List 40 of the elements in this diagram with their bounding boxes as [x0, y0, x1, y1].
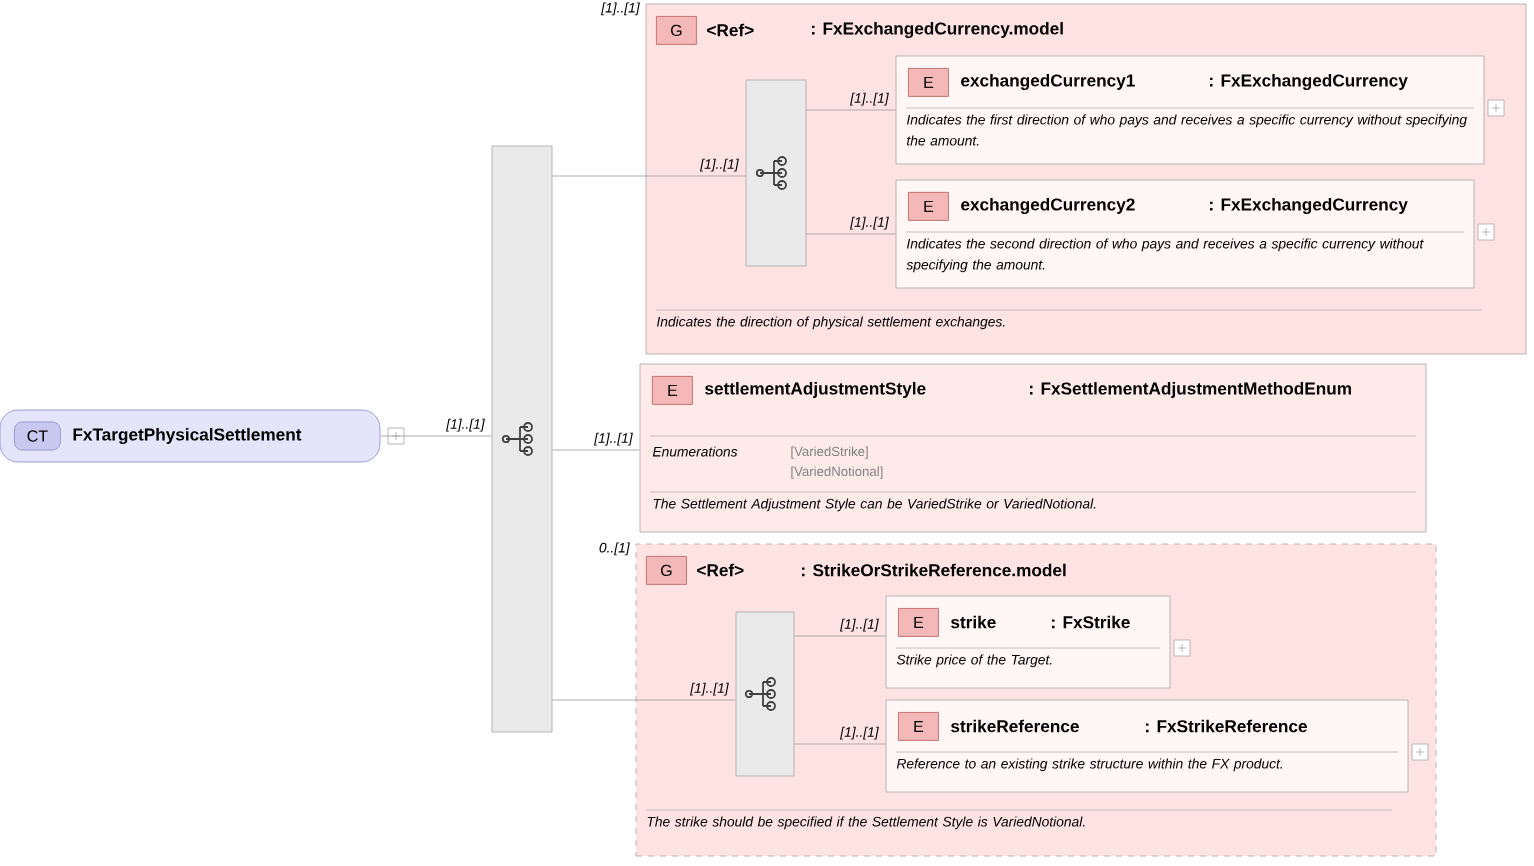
type-name: : FxStrike: [1052, 615, 1130, 629]
element-name: exchangedCurrency1: [961, 73, 1135, 91]
type-name: : FxExchangedCurrency: [1210, 73, 1408, 91]
element-box: [895, 179, 1475, 289]
connector-line: [806, 109, 896, 111]
connector-line: [794, 743, 886, 745]
element-box: [885, 699, 1409, 793]
element-badge: E: [652, 376, 693, 405]
compositor-box: [735, 611, 795, 777]
connector-line: [794, 635, 886, 637]
type-name: : FxExchangedCurrency: [1210, 197, 1408, 215]
element-badge: E: [898, 608, 939, 637]
type-badge: CT: [14, 421, 61, 451]
element-badge: E: [908, 68, 949, 97]
connector-line: [552, 449, 640, 451]
element-box: [885, 595, 1171, 689]
group-badge: G: [656, 16, 697, 45]
type-name: : StrikeOrStrikeReference.model: [802, 563, 1066, 577]
ref-label: <Ref>: [707, 23, 754, 37]
connector-line: [806, 233, 896, 235]
element-box: [895, 55, 1485, 165]
group-badge: G: [646, 556, 687, 585]
element-name: settlementAdjustmentStyle: [705, 382, 926, 399]
compositor-box: [745, 79, 807, 267]
element-box: [639, 363, 1427, 533]
ref-label: <Ref>: [697, 563, 744, 577]
element-name: exchangedCurrency2: [961, 197, 1135, 215]
type-name: : FxSettlementAdjustmentMethodEnum: [1030, 382, 1351, 399]
element-badge: E: [898, 712, 939, 741]
connector-line: [380, 435, 492, 437]
type-name: : FxExchangedCurrency.model: [812, 21, 1063, 39]
type-name: : FxStrikeReference: [1146, 719, 1307, 733]
compositor-box: [491, 145, 553, 733]
complex-type-box: [0, 409, 381, 463]
connector-line: [552, 699, 736, 701]
element-badge: E: [908, 192, 949, 221]
element-name: strikeReference: [951, 719, 1079, 733]
connector-line: [552, 175, 746, 177]
element-name: strike: [951, 615, 996, 629]
type-name: FxTargetPhysicalSettlement: [73, 427, 302, 445]
